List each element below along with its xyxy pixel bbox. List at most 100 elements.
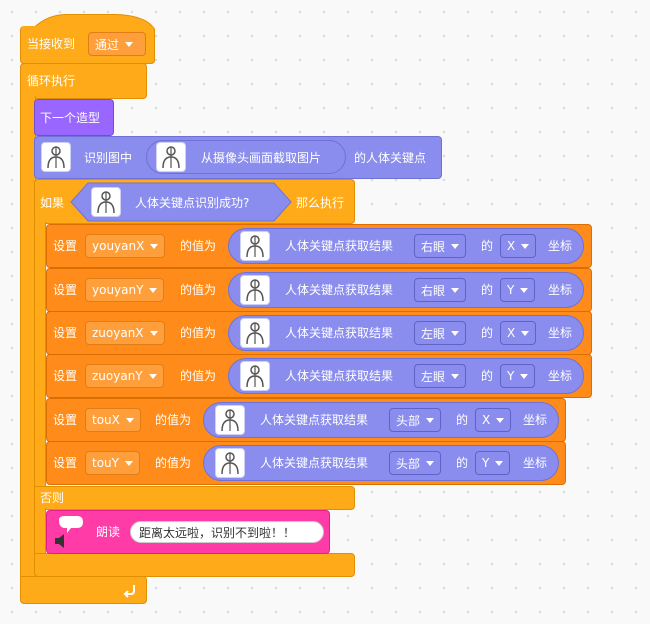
person-skeleton-icon: [240, 318, 270, 348]
capture-image-label: 从摄像头画面截取图片: [201, 151, 322, 165]
keypoint-result-label: 人体关键点获取结果: [285, 239, 394, 253]
variable-name: touX: [92, 413, 120, 427]
body-part-dropdown[interactable]: 头部: [389, 451, 442, 475]
set-label: 设置: [53, 239, 78, 253]
person-skeleton-icon: [215, 448, 245, 478]
variable-name: youyanX: [92, 239, 145, 253]
loop-label: 循环执行: [27, 74, 76, 88]
detect-label: 识别图中: [84, 151, 133, 165]
axis-dropdown[interactable]: X: [500, 321, 537, 345]
variable-dropdown[interactable]: touY: [85, 451, 140, 475]
coord-label: 坐标: [548, 283, 573, 297]
condition-hexagon[interactable]: [70, 182, 292, 222]
variable-name: zuoyanX: [92, 326, 144, 340]
set-label: 设置: [53, 369, 78, 383]
variable-dropdown[interactable]: zuoyanX: [85, 321, 165, 345]
body-part-value: 左眼: [421, 369, 446, 384]
axis-value: Y: [482, 456, 490, 470]
body-part-value: 头部: [396, 413, 421, 428]
else-label: 否则: [40, 491, 65, 505]
of-label: 的: [481, 239, 494, 253]
message-dropdown[interactable]: 通过: [88, 32, 146, 56]
coord-label: 坐标: [523, 413, 548, 427]
person-skeleton-icon: [215, 405, 245, 435]
then-label: 那么执行: [296, 196, 345, 210]
chevron-down-icon: [451, 373, 460, 379]
body-part-value: 右眼: [421, 239, 446, 254]
of-label: 的: [481, 369, 494, 383]
speak-text-value: 距离太远啦，识别不到啦！！: [139, 525, 296, 540]
else-section: [34, 486, 355, 510]
coord-label: 坐标: [548, 326, 573, 340]
body-part-dropdown[interactable]: 右眼: [414, 234, 467, 258]
body-part-value: 右眼: [421, 283, 446, 298]
hat-label: 当接收到: [27, 37, 76, 51]
person-skeleton-icon: [240, 231, 270, 261]
speak-text-input[interactable]: 距离太远啦，识别不到啦！！: [130, 521, 324, 543]
loop-arrow-icon: [123, 585, 135, 598]
axis-dropdown[interactable]: Y: [475, 451, 511, 475]
value-of-label: 的值为: [155, 456, 192, 470]
axis-dropdown[interactable]: Y: [500, 364, 536, 388]
speech-bubble-icon: [55, 516, 83, 548]
chevron-down-icon: [150, 243, 159, 249]
chevron-down-icon: [125, 417, 134, 423]
person-skeleton-icon: [41, 142, 71, 172]
variable-name: zuoyanY: [92, 369, 143, 383]
variable-dropdown[interactable]: youyanY: [85, 278, 165, 302]
chevron-down-icon: [521, 243, 530, 249]
chevron-down-icon: [495, 460, 504, 466]
axis-value: Y: [507, 369, 515, 383]
body-part-value: 左眼: [421, 326, 446, 341]
keypoint-result-label: 人体关键点获取结果: [285, 369, 394, 383]
if-arm: [34, 222, 46, 490]
of-label: 的: [456, 413, 469, 427]
value-of-label: 的值为: [180, 326, 217, 340]
axis-dropdown[interactable]: Y: [500, 278, 536, 302]
variable-dropdown[interactable]: touX: [85, 408, 141, 432]
chevron-down-icon: [148, 373, 157, 379]
forever-loop-block[interactable]: [20, 63, 147, 99]
next-costume-label: 下一个造型: [40, 111, 101, 125]
axis-dropdown[interactable]: X: [475, 408, 512, 432]
chevron-down-icon: [520, 373, 529, 379]
variable-dropdown[interactable]: zuoyanY: [85, 364, 164, 388]
chevron-down-icon: [149, 287, 158, 293]
body-part-dropdown[interactable]: 头部: [389, 408, 442, 432]
chevron-down-icon: [125, 41, 134, 47]
chevron-down-icon: [124, 460, 133, 466]
person-skeleton-icon: [156, 142, 186, 172]
keypoint-result-label: 人体关键点获取结果: [285, 283, 394, 297]
condition-label: 人体关键点识别成功?: [135, 196, 250, 210]
keypoint-result-label: 人体关键点获取结果: [285, 326, 394, 340]
set-label: 设置: [53, 326, 78, 340]
if-else-footer: [34, 553, 355, 577]
detect-suffix: 的人体关键点: [354, 151, 427, 165]
chevron-down-icon: [520, 287, 529, 293]
axis-value: X: [507, 239, 516, 253]
person-skeleton-icon: [91, 187, 121, 217]
body-part-dropdown[interactable]: 右眼: [414, 278, 467, 302]
next-costume-block[interactable]: [34, 99, 114, 136]
variable-dropdown[interactable]: youyanX: [85, 234, 166, 258]
value-of-label: 的值为: [180, 283, 217, 297]
chevron-down-icon: [426, 460, 435, 466]
axis-dropdown[interactable]: X: [500, 234, 537, 258]
value-of-label: 的值为: [180, 369, 217, 383]
set-label: 设置: [53, 413, 78, 427]
body-part-value: 头部: [396, 456, 421, 471]
axis-value: X: [482, 413, 491, 427]
else-arm: [34, 508, 46, 556]
body-part-dropdown[interactable]: 左眼: [414, 364, 467, 388]
chevron-down-icon: [426, 417, 435, 423]
keypoint-result-label: 人体关键点获取结果: [260, 456, 369, 470]
of-label: 的: [456, 456, 469, 470]
set-label: 设置: [53, 283, 78, 297]
chevron-down-icon: [451, 287, 460, 293]
coord-label: 坐标: [548, 369, 573, 383]
chevron-down-icon: [451, 243, 460, 249]
variable-name: youyanY: [92, 283, 144, 297]
value-of-label: 的值为: [180, 239, 217, 253]
of-label: 的: [481, 283, 494, 297]
body-part-dropdown[interactable]: 左眼: [414, 321, 467, 345]
